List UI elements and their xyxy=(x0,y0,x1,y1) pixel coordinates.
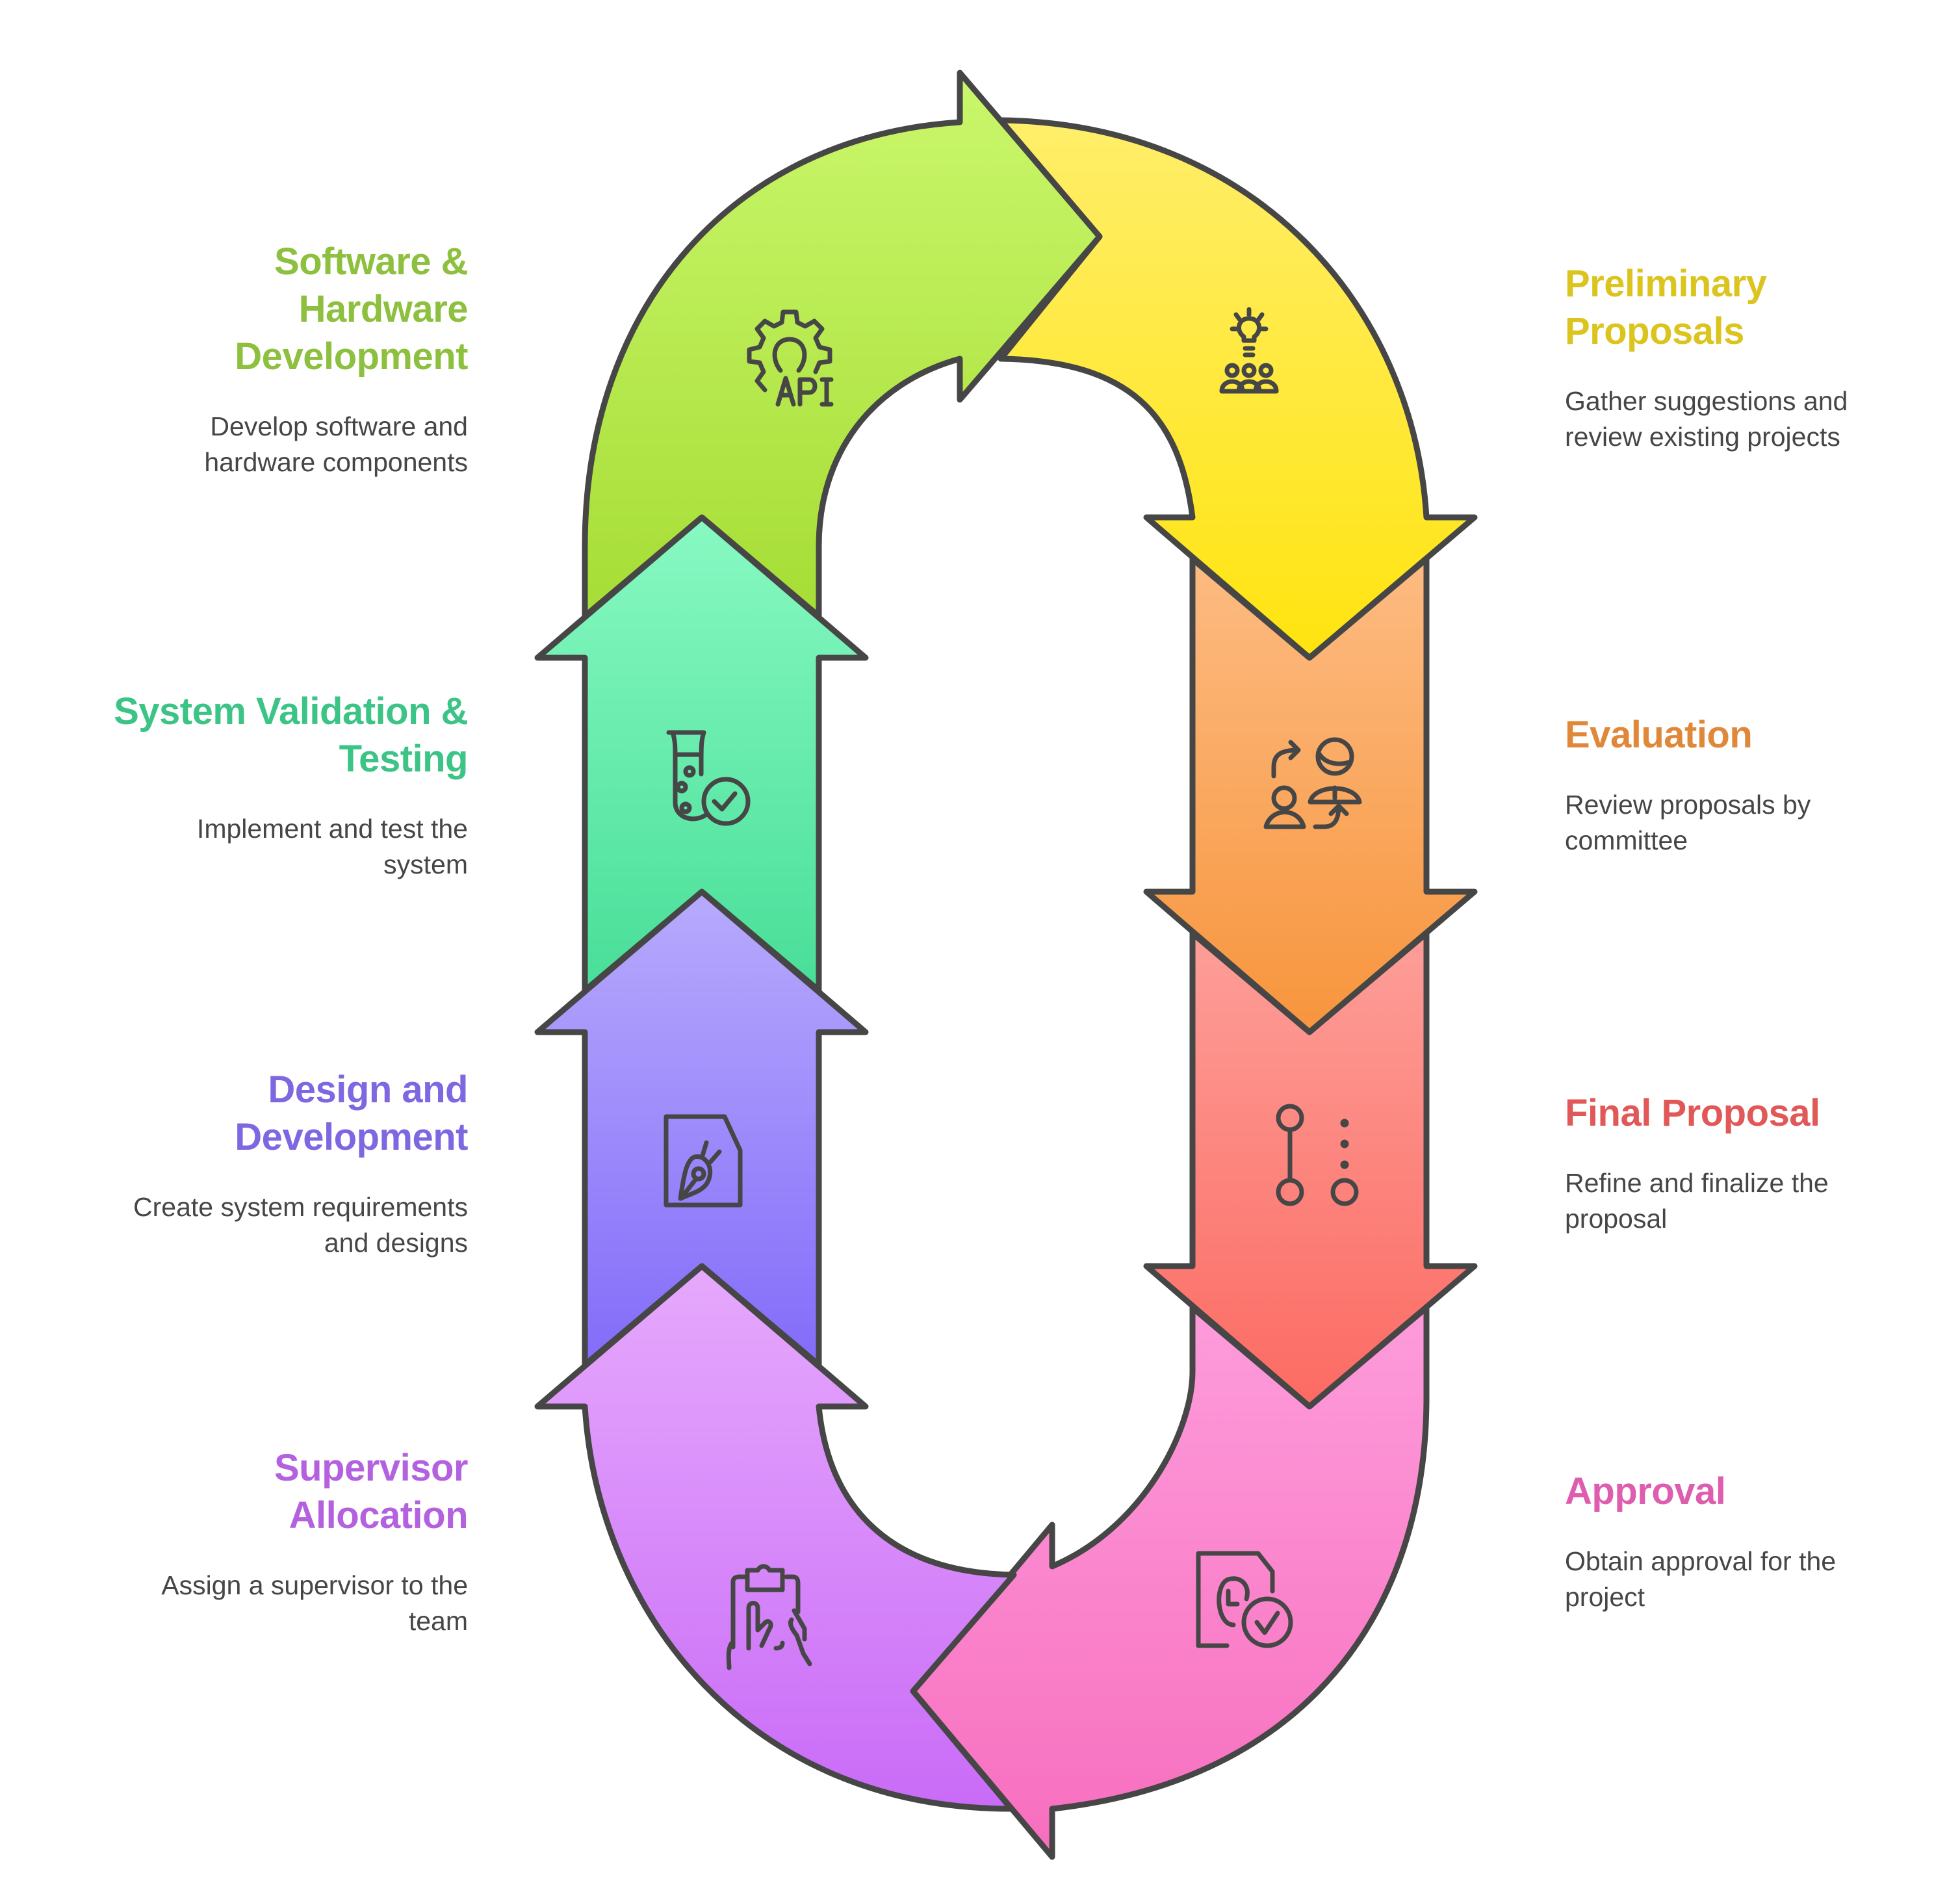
arrow-final-proposal xyxy=(1143,930,1478,1410)
arrow-software-hardware-development xyxy=(582,70,1103,619)
pipeline-nodes-icon xyxy=(1276,1104,1359,1206)
step-title: Final Proposal xyxy=(1565,1092,1820,1134)
lightbulb-team-icon xyxy=(1219,307,1279,394)
clipboard-hand-icon xyxy=(726,1564,812,1670)
step-system-validation-testing: System Validation &Testing Implement and… xyxy=(52,688,468,883)
person-exchange-icon xyxy=(1263,737,1362,829)
document-clock-check-icon xyxy=(1196,1551,1293,1648)
step-title: System Validation &Testing xyxy=(114,690,468,780)
test-tube-check-icon xyxy=(666,730,751,826)
arrow-supervisor-allocation xyxy=(534,1263,1017,1812)
document-pen-icon xyxy=(664,1114,743,1208)
step-title: Evaluation xyxy=(1565,714,1753,756)
gear-api-icon xyxy=(747,309,834,407)
step-title: Approval xyxy=(1565,1470,1726,1512)
arrow-approval xyxy=(910,1304,1430,1860)
arrow-design-and-development xyxy=(534,888,869,1368)
arrow-evaluation xyxy=(1143,556,1478,1035)
